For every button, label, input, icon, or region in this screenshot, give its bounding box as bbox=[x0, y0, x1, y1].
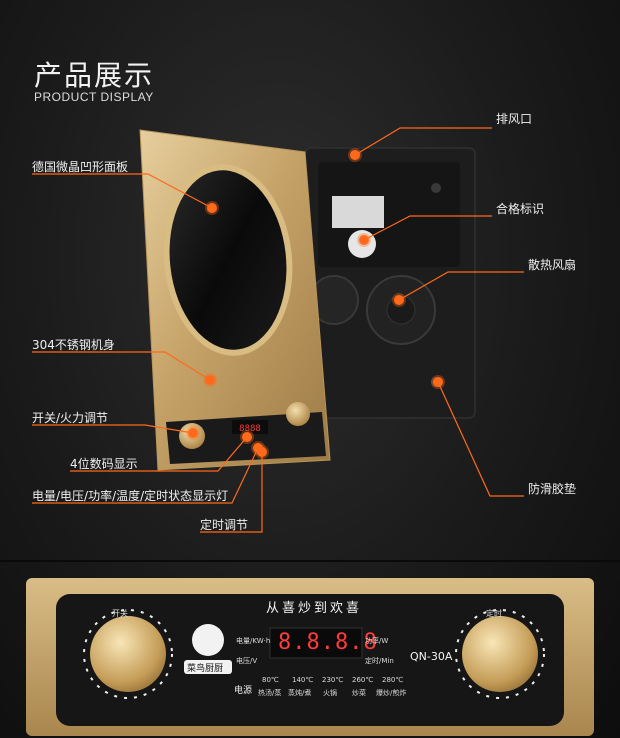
temp-0: 80℃ bbox=[262, 676, 279, 684]
glass-marker bbox=[207, 203, 217, 213]
power-label: 电源 bbox=[234, 686, 253, 696]
temp-1: 140℃ bbox=[292, 676, 314, 684]
certificate-marker bbox=[359, 235, 369, 245]
knob-marker bbox=[188, 428, 198, 438]
callout-timer: 定时调节 bbox=[200, 518, 249, 532]
panel-digits: 8.8.8.8 bbox=[278, 630, 378, 655]
mode-3: 炒菜 bbox=[352, 689, 366, 697]
mode-4: 爆炒/煎炸 bbox=[376, 689, 407, 697]
callout-display: 4位数码显示 bbox=[70, 457, 138, 471]
callout-lines bbox=[32, 127, 524, 533]
mascot-icon bbox=[192, 624, 224, 656]
indicator-watt: 功率/W bbox=[365, 637, 389, 645]
panel-glass bbox=[56, 594, 564, 726]
svg-text:8888: 8888 bbox=[239, 424, 261, 434]
mode-0: 热汤/蒸 bbox=[258, 689, 282, 697]
temp-3: 260℃ bbox=[352, 676, 374, 684]
callout-certificate: 合格标识 bbox=[496, 202, 545, 216]
section-divider bbox=[0, 560, 620, 562]
callout-body: 304不锈钢机身 bbox=[32, 338, 115, 352]
callout-indicators: 电量/电压/功率/温度/定时状态显示灯 bbox=[32, 489, 229, 503]
panel-model: QN-30A bbox=[410, 650, 453, 663]
front-knob-right bbox=[286, 402, 310, 426]
page-subtitle: PRODUCT DISPLAY bbox=[34, 90, 154, 104]
nonslip-marker bbox=[433, 377, 443, 387]
callout-fan: 散热风扇 bbox=[528, 258, 577, 272]
power-knob-label: 开关 bbox=[112, 609, 128, 618]
callout-knob: 开关/火力调节 bbox=[32, 411, 109, 425]
panel-slogan: 从喜炒到欢喜 bbox=[266, 601, 363, 616]
control-panel-closeup bbox=[26, 578, 594, 736]
timer-knob-label: 定时 bbox=[486, 609, 502, 618]
display-marker bbox=[242, 432, 252, 442]
body-marker bbox=[205, 375, 215, 385]
glass-cooktop bbox=[169, 170, 287, 350]
callout-exhaust: 排风口 bbox=[496, 112, 533, 126]
mode-2: 火锅 bbox=[323, 689, 337, 697]
callout-nonslip: 防滑胶垫 bbox=[528, 482, 577, 496]
power-knob bbox=[90, 616, 166, 692]
timer-knob bbox=[462, 616, 538, 692]
indicator-min: 定时/Min bbox=[365, 657, 394, 665]
back-view bbox=[304, 147, 476, 419]
temp-2: 230℃ bbox=[322, 676, 344, 684]
front-view: 8888 bbox=[139, 129, 331, 471]
fan-marker bbox=[394, 295, 404, 305]
callout-glass-panel: 德国微晶凹形面板 bbox=[32, 160, 129, 174]
timer-marker bbox=[257, 447, 267, 457]
indicator-volt: 电压/V bbox=[236, 657, 258, 665]
certificate-label bbox=[332, 196, 384, 228]
foot-top-right bbox=[431, 183, 441, 193]
temp-4: 280℃ bbox=[382, 676, 404, 684]
page-title: 产品展示 bbox=[34, 59, 155, 92]
exhaust-marker bbox=[350, 150, 360, 160]
mode-1: 蒸炖/煮 bbox=[288, 689, 312, 697]
brand-text: 菜鸟厨厨 bbox=[187, 664, 224, 674]
product-illustration: 8888 bbox=[32, 127, 524, 533]
indicator-kwh: 电量/KW·h bbox=[236, 637, 271, 645]
